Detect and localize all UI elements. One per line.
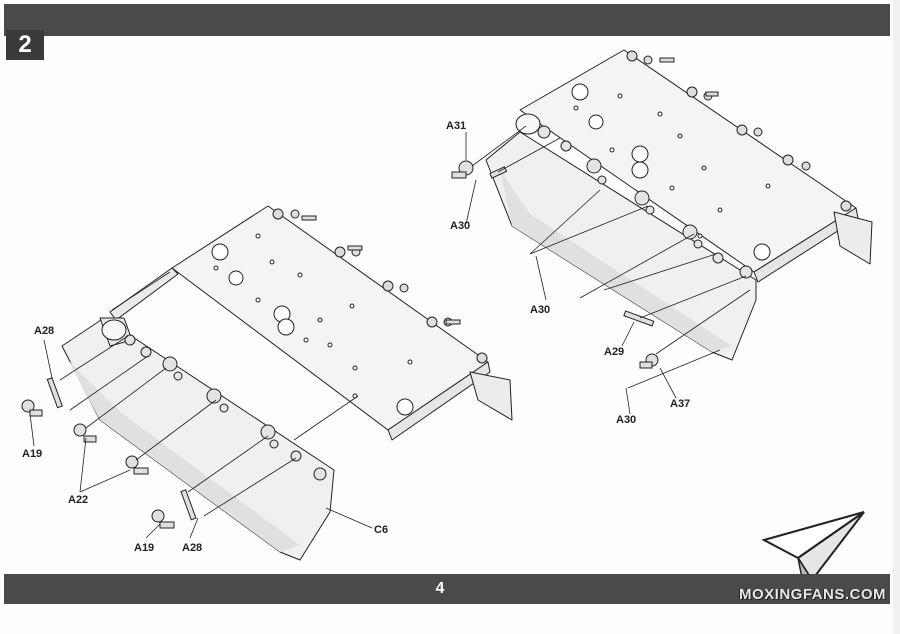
label-a28-bottom: A28 — [182, 542, 203, 554]
watermark-text: MOXINGFANS.COM — [738, 586, 886, 603]
step-number: 2 — [6, 30, 44, 60]
label-c6: C6 — [374, 524, 389, 536]
right-side-panel — [485, 131, 757, 361]
paper-plane-icon — [761, 511, 865, 582]
right-panel-mounts — [537, 125, 753, 279]
right-far-arms — [626, 50, 852, 212]
page-edge — [893, 0, 900, 634]
left-plate-holes — [211, 233, 414, 416]
right-assembly — [485, 49, 873, 361]
label-a19-top: A19 — [22, 448, 43, 460]
label-a30-top: A30 — [450, 220, 471, 232]
label-a31: A31 — [446, 120, 467, 132]
label-a37: A37 — [670, 398, 691, 410]
left-far-arms — [272, 208, 488, 364]
right-plate-holes — [571, 83, 771, 261]
right-leader-lines — [465, 125, 751, 415]
label-a28-top: A28 — [34, 325, 55, 337]
label-a30-bottom: A30 — [616, 414, 637, 426]
footer-bar — [4, 574, 890, 604]
label-a22: A22 — [68, 494, 89, 506]
label-a30-mid: A30 — [530, 304, 551, 316]
left-panel-mounts — [124, 334, 327, 481]
label-a29: A29 — [604, 346, 625, 358]
left-assembly — [61, 205, 513, 561]
left-parts — [21, 377, 197, 529]
header-bar — [4, 4, 890, 36]
label-a19-bottom: A19 — [134, 542, 155, 554]
page-number: 4 — [435, 580, 445, 597]
left-leader-lines — [29, 271, 373, 539]
